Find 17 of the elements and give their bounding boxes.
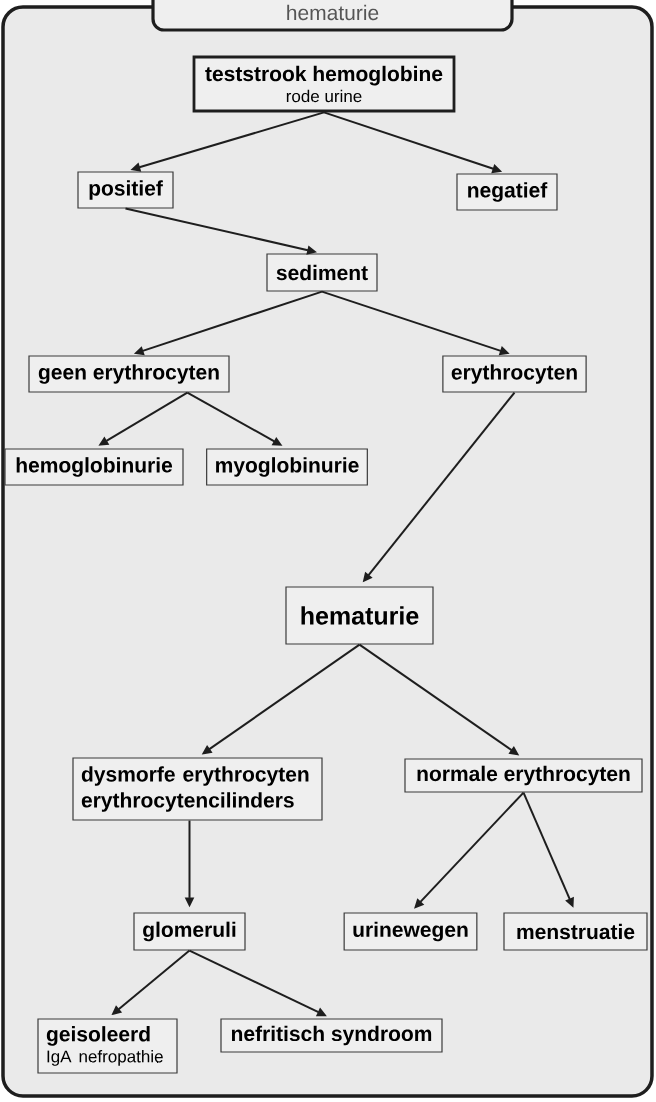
flow-box: teststrook hemoglobine rode urine	[192, 55, 456, 113]
flow-box: glomeruli	[133, 912, 246, 951]
flow-box: normale erythrocyten	[404, 758, 643, 793]
flow-box: nefritisch syndroom	[220, 1018, 443, 1053]
flow-box: hemoglobinurie	[4, 448, 184, 486]
flow-box: erythrocyten	[442, 355, 587, 393]
flow-box: myoglobinurie	[206, 448, 368, 486]
flow-box: negatief	[456, 173, 558, 211]
title-tab: hematurie	[151, 0, 514, 32]
flow-box: positief	[77, 171, 174, 209]
flow-box: urinewegen	[343, 912, 478, 951]
flow-box: dysmorfe erythrocyten erythrocytencilinders	[72, 757, 323, 821]
flow-box: geen erythrocyten	[28, 355, 230, 393]
flow-box: menstruatie	[503, 912, 648, 951]
flow-box: sediment	[266, 253, 378, 292]
flow-box: hematurie	[285, 586, 434, 645]
flow-box: geisoleerd IgA nefropathie	[37, 1018, 178, 1074]
